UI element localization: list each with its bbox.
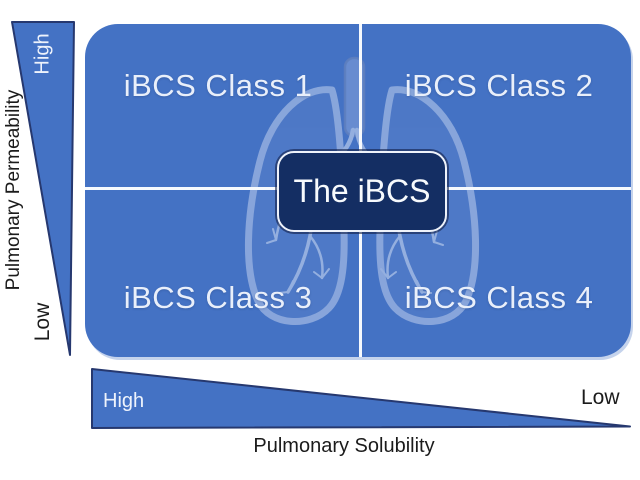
y-axis-label: Pulmonary Permeability [3,89,24,291]
x-axis-low-label: Low [581,386,620,409]
y-axis-high-label: High [31,33,54,75]
quadrant-label-class-1: iBCS Class 1 [123,68,313,103]
quadrant-matrix: iBCS Class 1 iBCS Class 2 iBCS Class 3 i… [85,24,631,357]
quadrant-label-class-3: iBCS Class 3 [123,280,313,315]
quadrant-label-class-2: iBCS Class 2 [404,68,594,103]
y-axis-low-label: Low [31,302,54,342]
quadrant-label-class-4: iBCS Class 4 [404,280,594,315]
center-title: The iBCS [293,173,431,209]
x-axis-label: Pulmonary Solubility [253,435,435,457]
solubility-wedge [91,368,631,429]
x-axis-high-label: High [103,390,145,412]
permeability-wedge [11,21,75,356]
center-title-box: The iBCS [277,151,447,232]
